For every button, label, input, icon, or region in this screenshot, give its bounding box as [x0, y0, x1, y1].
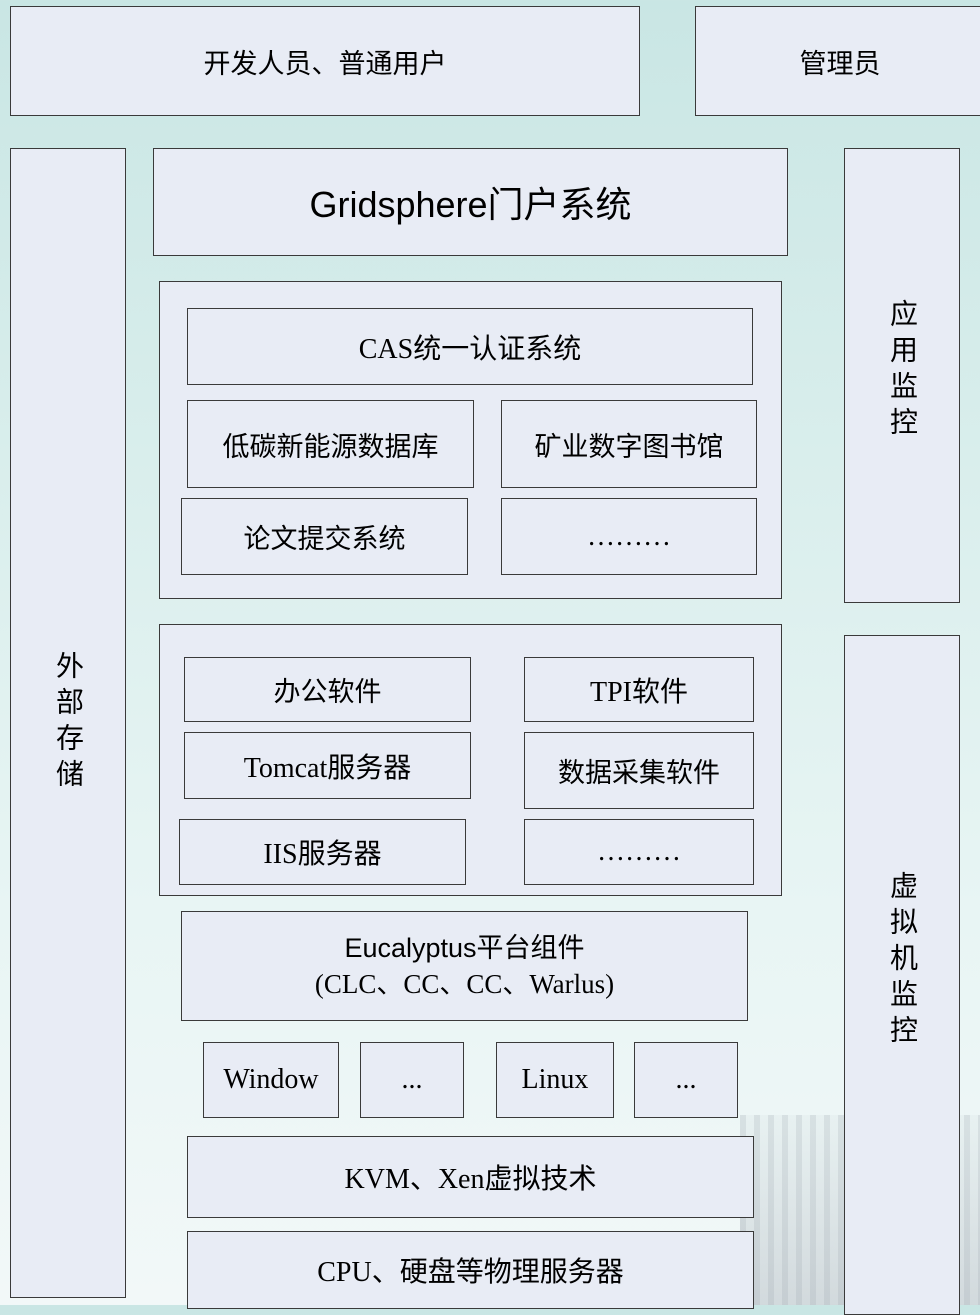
cas-label: CAS统一认证系统	[358, 333, 582, 365]
mining-library-label: 矿业数字图书馆	[534, 431, 724, 463]
app-monitor-label: 应用监控	[886, 299, 919, 443]
data-collection-box: 数据采集软件	[524, 732, 754, 809]
thesis-system-label: 论文提交系统	[243, 524, 406, 555]
cas-box: CAS统一认证系统	[187, 308, 753, 385]
software-more-label: ………	[597, 836, 681, 867]
users-label: 开发人员、普通用户	[203, 48, 447, 80]
lowcarbon-db-label: 低碳新能源数据库	[222, 431, 439, 463]
tomcat-server-label: Tomcat服务器	[243, 752, 412, 784]
os-linux-label: Linux	[521, 1064, 589, 1095]
vm-monitor-box: 虚拟机监控	[844, 635, 960, 1315]
virtualization-label: KVM、Xen虚拟技术	[344, 1164, 597, 1195]
apps-more-box: ………	[501, 498, 757, 575]
iis-server-box: IIS服务器	[179, 819, 466, 885]
hardware-box: CPU、硬盘等物理服务器	[187, 1231, 754, 1309]
external-storage-box: 外部存储	[10, 148, 126, 1298]
os-more-box-1: ...	[360, 1042, 464, 1118]
os-more-label-2: ...	[675, 1064, 697, 1095]
vm-monitor-label: 虚拟机监控	[886, 871, 919, 1051]
os-window-box: Window	[203, 1042, 339, 1118]
portal-box: Gridsphere门户系统	[153, 148, 788, 256]
portal-label: Gridsphere门户系统	[309, 184, 632, 225]
apps-more-label: ………	[587, 520, 671, 552]
os-more-box-2: ...	[634, 1042, 738, 1118]
users-box: 开发人员、普通用户	[10, 6, 640, 116]
tpi-software-label: TPI软件	[589, 676, 688, 708]
software-more-box: ………	[524, 819, 754, 885]
office-software-label: 办公软件	[273, 677, 382, 708]
thesis-system-box: 论文提交系统	[181, 498, 468, 575]
os-more-label-1: ...	[401, 1064, 423, 1095]
os-window-label: Window	[223, 1064, 319, 1095]
office-software-box: 办公软件	[184, 657, 471, 722]
tomcat-server-box: Tomcat服务器	[184, 732, 471, 799]
eucalyptus-title: Eucalyptus平台组件	[344, 932, 585, 963]
hardware-label: CPU、硬盘等物理服务器	[317, 1257, 624, 1288]
admin-label: 管理员	[799, 48, 881, 80]
tpi-software-box: TPI软件	[524, 657, 754, 722]
virtualization-box: KVM、Xen虚拟技术	[187, 1136, 754, 1218]
external-storage-label: 外部存储	[52, 651, 85, 795]
mining-library-box: 矿业数字图书馆	[501, 400, 757, 488]
admin-box: 管理员	[695, 6, 980, 116]
eucalyptus-box: Eucalyptus平台组件 (CLC、CC、CC、Warlus)	[181, 911, 748, 1021]
data-collection-label: 数据采集软件	[558, 758, 720, 789]
app-monitor-box: 应用监控	[844, 148, 960, 603]
eucalyptus-components: (CLC、CC、CC、Warlus)	[314, 969, 615, 999]
lowcarbon-db-box: 低碳新能源数据库	[187, 400, 474, 488]
iis-server-label: IIS服务器	[263, 839, 382, 870]
os-linux-box: Linux	[496, 1042, 614, 1118]
